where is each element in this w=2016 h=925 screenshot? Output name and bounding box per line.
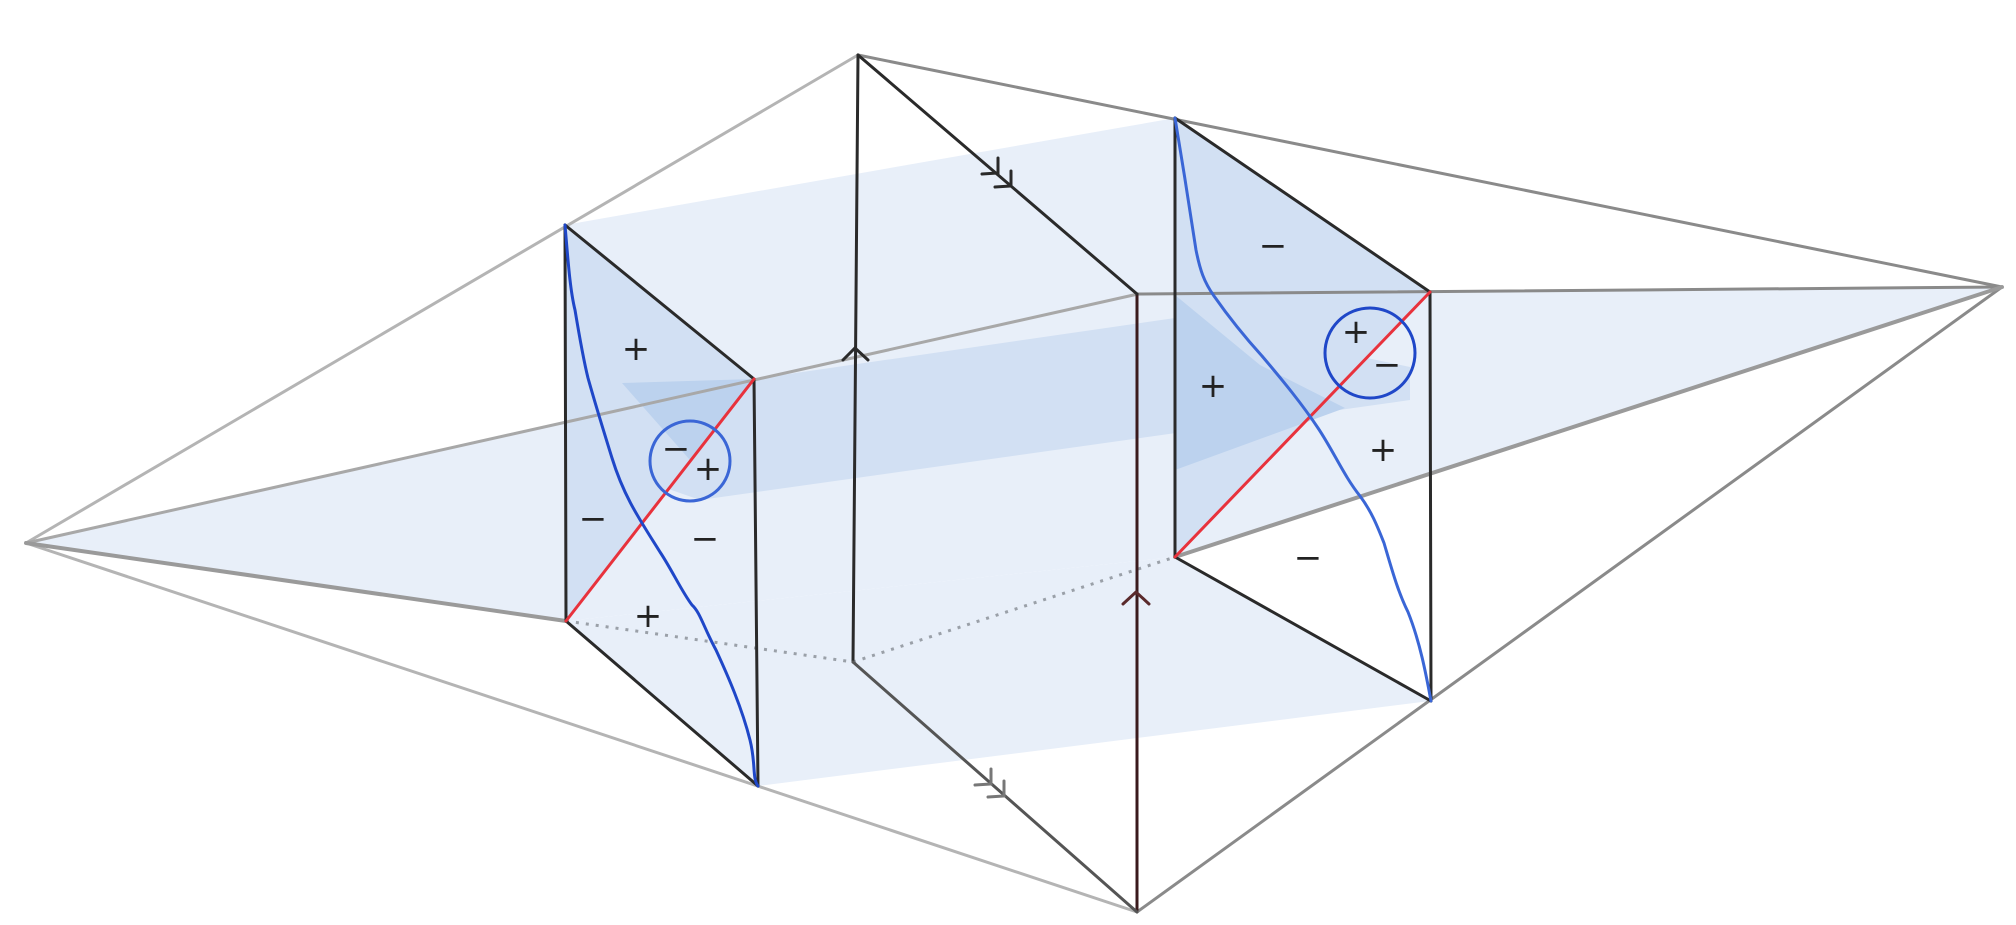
lower-sheet: [566, 557, 1430, 786]
bubbles: [648, 306, 1417, 503]
equator-lower-left: [24, 541, 568, 623]
bottom-diagonal-edge: [851, 660, 1139, 914]
right-minus-top-sign: −: [1259, 226, 1288, 266]
right-blue-curve: [1173, 116, 1433, 703]
left-prism: [563, 223, 760, 788]
orientation-arrows: [841, 156, 1151, 799]
left-bubble: [648, 419, 732, 503]
left-plus-bottom-sign: +: [634, 596, 663, 636]
right-red-diagonal: [1173, 290, 1432, 559]
left-minus-bubble-sign: −: [662, 429, 691, 469]
upper-sheet: [565, 118, 1175, 379]
right-prism-bottom-edge: [1173, 555, 1433, 703]
right-prism-top-edge: [1173, 116, 1432, 294]
bottom-diagonal-double-arrow-icon: [973, 767, 1006, 799]
outer-edge-bottom-right: [1135, 285, 2004, 914]
right-bubble: [1323, 306, 1417, 400]
hidden-edge-right: [852, 555, 1176, 664]
left-plus-top-sign: +: [622, 329, 651, 369]
equator-right: [1136, 285, 2004, 296]
blue-curves: [563, 116, 1433, 788]
top-diagonal-double-arrow-icon: [980, 156, 1013, 189]
outer-edge-top-left: [24, 53, 860, 545]
right-minus-bubble-sign: −: [1373, 345, 1402, 385]
front-axis-up-arrow-icon: [1121, 589, 1151, 606]
right-prism-corner: [1175, 295, 1345, 470]
outer-edge-top-right: [856, 53, 2004, 289]
back-vertical-edge: [851, 53, 860, 664]
left-prism-bottom-edge: [564, 619, 760, 788]
central-edges: [851, 53, 1139, 914]
shaded-sheets: [26, 118, 2002, 786]
left-red-diagonal: [564, 377, 756, 623]
right-plus-right-sign: +: [1369, 430, 1398, 470]
left-minus-outer-sign: −: [579, 499, 608, 539]
right-prism-front-edge: [1428, 290, 1433, 703]
right-minus-bottom-sign: −: [1294, 538, 1323, 578]
hidden-edge-left: [565, 619, 854, 664]
left-plus-bubble-sign: +: [694, 449, 723, 489]
left-prism-corner: [622, 379, 754, 460]
left-prism-back-edge: [563, 223, 568, 623]
sign-labels: + − + − − + − + − + + −: [579, 226, 1402, 636]
back-edge-up-arrow-icon: [841, 345, 870, 362]
outer-edge-bottom-left: [24, 541, 1139, 914]
right-prism-face: [1175, 118, 1430, 557]
left-prism-top-edge: [563, 223, 756, 381]
outer-envelope: [24, 53, 2004, 914]
left-blue-curve: [563, 223, 760, 788]
equator-lower-right: [1173, 285, 2004, 559]
hidden-edges: [565, 555, 1176, 664]
right-plus-bubble-sign: +: [1342, 312, 1371, 352]
red-diagonals: [564, 290, 1432, 623]
left-prism-front-edge: [752, 377, 760, 788]
right-prism: [1173, 116, 1433, 703]
right-plus-left-sign: +: [1199, 366, 1228, 406]
left-minus-inner-sign: −: [691, 519, 720, 559]
equator-left: [24, 292, 1140, 545]
